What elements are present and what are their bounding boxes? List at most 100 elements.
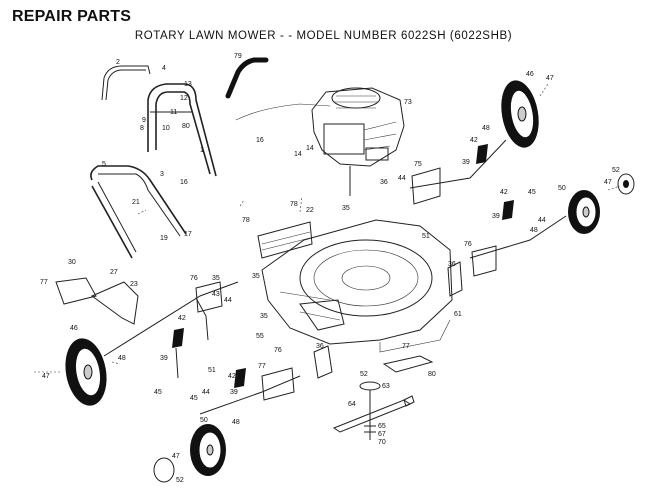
callout-42: 43 <box>212 291 220 298</box>
callout-47b: 50 <box>200 417 208 424</box>
starter-rope-guide <box>225 57 269 99</box>
callout-35: 35 <box>212 275 220 282</box>
callout-59: 61 <box>454 311 462 318</box>
callout-45b: 46 <box>70 325 78 332</box>
wheel-rear-right <box>501 80 539 148</box>
callout-43c: 44 <box>224 297 232 304</box>
callout-27: 27 <box>110 269 118 276</box>
axles <box>103 139 567 415</box>
callout-48c: 48 <box>118 355 126 362</box>
mower-deck <box>261 219 453 353</box>
wheel-front-right <box>568 190 600 234</box>
callout-11: 11 <box>170 109 177 116</box>
callout-48a: 48 <box>482 125 490 132</box>
callout-43a: 44 <box>398 175 406 182</box>
callout-34: 36 <box>380 179 388 186</box>
callout-13: 13 <box>184 81 192 88</box>
callout-62: 64 <box>348 401 356 408</box>
callout-23: 23 <box>130 281 138 288</box>
callout-47a: 50 <box>558 185 566 192</box>
callout-65: 70 <box>378 439 386 446</box>
callout-77b: 78 <box>242 217 250 224</box>
callout-51a: 51 <box>422 233 430 240</box>
callout-36b: 36 <box>316 343 324 350</box>
callout-16a: 16 <box>256 137 264 144</box>
callout-1: 1 <box>200 147 204 154</box>
callout-72: 76 <box>464 241 472 248</box>
callout-33b: 35 <box>252 273 260 280</box>
callout-46a: 47 <box>546 75 554 82</box>
callout-39b: 39 <box>492 213 500 220</box>
callout-63: 65 <box>378 423 386 430</box>
callout-10: 10 <box>162 125 170 132</box>
callout-12: 12 <box>180 95 188 102</box>
page-subtitle: ROTARY LAWN MOWER - - MODEL NUMBER 6022S… <box>134 30 513 42</box>
callout-9: 9 <box>142 117 146 124</box>
hub-caps <box>153 173 635 483</box>
wheel-rear-left <box>65 338 107 406</box>
callout-33a: 35 <box>342 205 350 212</box>
leader-lines <box>34 83 621 373</box>
callout-36a: 36 <box>448 261 456 268</box>
callout-74: 77 <box>402 343 410 350</box>
callout-5: 5 <box>102 161 106 168</box>
axle-brackets <box>195 167 497 401</box>
callout-50a: 52 <box>612 167 620 174</box>
callout-8: 8 <box>140 125 144 132</box>
callout-70: 75 <box>414 161 422 168</box>
callout-40a: 42 <box>470 137 478 144</box>
callout-21: 22 <box>306 207 314 214</box>
callout-40c: 42 <box>178 315 186 322</box>
callout-75: 77 <box>40 279 48 286</box>
callout-4: 4 <box>162 65 166 72</box>
callout-33c: 35 <box>260 313 268 320</box>
callout-39d: 39 <box>230 389 238 396</box>
height-adjusters <box>172 144 514 388</box>
page-title: REPAIR PARTS <box>12 8 132 25</box>
callout-3: 3 <box>160 171 164 178</box>
mulch-plug <box>382 355 434 373</box>
callout-30: 30 <box>68 259 76 266</box>
callout-labels: 2 4 79 13 12 11 9 8 10 80 16 1 3 16 5 21… <box>40 53 620 484</box>
callout-44a: 45 <box>528 189 536 196</box>
callout-51b: 51 <box>208 367 216 374</box>
grass-deflector <box>55 277 139 325</box>
callout-46b: 47 <box>604 179 612 186</box>
callout-19: 19 <box>160 235 168 242</box>
callout-44b: 45 <box>154 389 162 396</box>
callout-64: 67 <box>378 431 386 438</box>
callout-52: 52 <box>360 371 368 378</box>
callout-73: 77 <box>258 363 266 370</box>
callout-80: 80 <box>182 123 190 130</box>
callout-22: 21 <box>132 199 140 206</box>
callout-67: 73 <box>404 99 412 106</box>
callout-40d: 42 <box>228 373 236 380</box>
rear-skirt-parts <box>313 261 463 379</box>
callout-39c: 39 <box>160 355 168 362</box>
callout-79: 80 <box>428 371 436 378</box>
callout-77a: 78 <box>290 201 298 208</box>
rear-baffle <box>257 221 313 259</box>
callout-39a: 39 <box>462 159 470 166</box>
callout-43d: 44 <box>202 389 210 396</box>
upper-handle <box>147 83 217 177</box>
engine <box>311 87 405 196</box>
callout-48d: 48 <box>232 419 240 426</box>
callout-55: 55 <box>256 333 264 340</box>
callout-48b: 48 <box>530 227 538 234</box>
callout-78: 79 <box>234 53 242 60</box>
callout-50b: 52 <box>176 477 184 484</box>
callout-16b: 16 <box>180 179 188 186</box>
callout-43b: 44 <box>538 217 546 224</box>
callout-14: 14 <box>306 145 314 152</box>
callout-17: 17 <box>184 231 192 238</box>
callout-71: 76 <box>190 275 198 282</box>
callout-46d: 47 <box>172 453 180 460</box>
callout-40b: 42 <box>500 189 508 196</box>
callout-45a: 46 <box>526 71 534 78</box>
callout-2: 2 <box>116 59 120 66</box>
callout-61: 63 <box>382 383 390 390</box>
control-bail <box>101 65 151 101</box>
callout-15: 14 <box>294 151 302 158</box>
